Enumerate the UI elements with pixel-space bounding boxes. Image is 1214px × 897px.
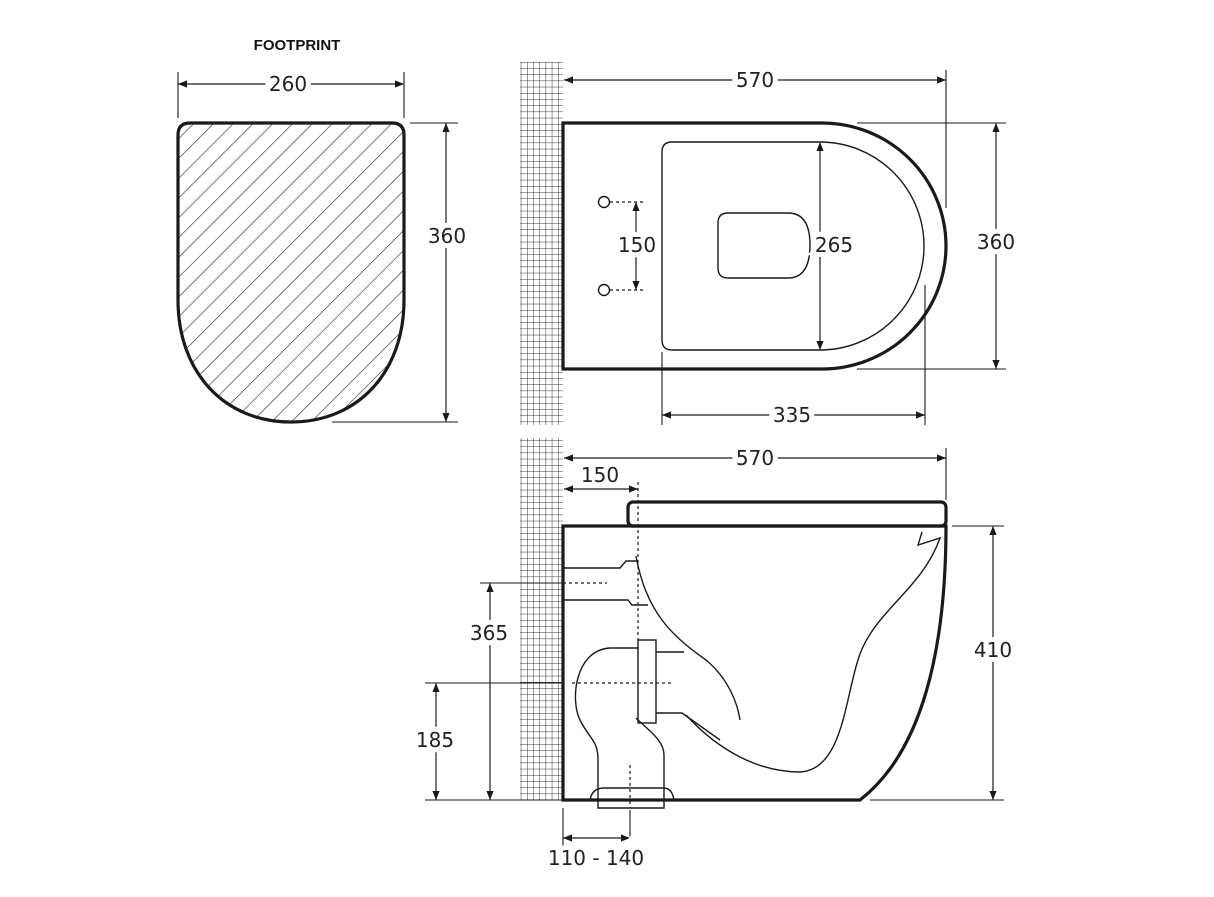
top-view: 150 265 570 360 335 <box>520 62 1020 432</box>
bowl-opening <box>717 212 811 279</box>
footprint-width-label: 260 <box>269 72 307 96</box>
wall-hatch <box>520 438 563 800</box>
fixing-spacing-label: 150 <box>618 233 656 257</box>
fixing-hole-icon <box>597 283 611 297</box>
top-length-label: 570 <box>736 68 774 92</box>
outlet-offset-label: 150 <box>581 463 619 487</box>
inlet-pipe <box>563 560 648 606</box>
pan-outline-side <box>561 524 948 802</box>
bowl-front-curve <box>685 531 942 773</box>
inlet-height-label: 365 <box>470 621 508 645</box>
bowl-rear-curve <box>635 555 741 721</box>
floor-outlet <box>589 787 675 801</box>
seat-width-label: 265 <box>815 233 853 257</box>
pan-outline-top <box>561 121 948 371</box>
footprint-shape <box>176 121 406 424</box>
outlet-spigot <box>637 639 657 724</box>
footprint-view: FOOTPRINT 260 360 <box>176 37 471 424</box>
floor-outlet-range-label: 110 - 140 <box>548 846 644 870</box>
seat-length-label: 335 <box>773 403 811 427</box>
side-height-label: 410 <box>974 638 1012 662</box>
outlet-height-label: 185 <box>416 728 454 752</box>
fixing-hole-icon <box>597 195 611 209</box>
wall-hatch <box>520 62 563 425</box>
side-length-label: 570 <box>736 446 774 470</box>
seat-outline-top <box>661 141 925 351</box>
top-width-label: 360 <box>977 230 1015 254</box>
footprint-depth-label: 360 <box>428 224 466 248</box>
seat-lid <box>626 500 948 528</box>
footprint-title: FOOTPRINT <box>254 37 341 54</box>
outlet-trap <box>574 647 721 809</box>
side-view: 570 150 365 185 410 110 - 140 <box>411 438 1017 875</box>
